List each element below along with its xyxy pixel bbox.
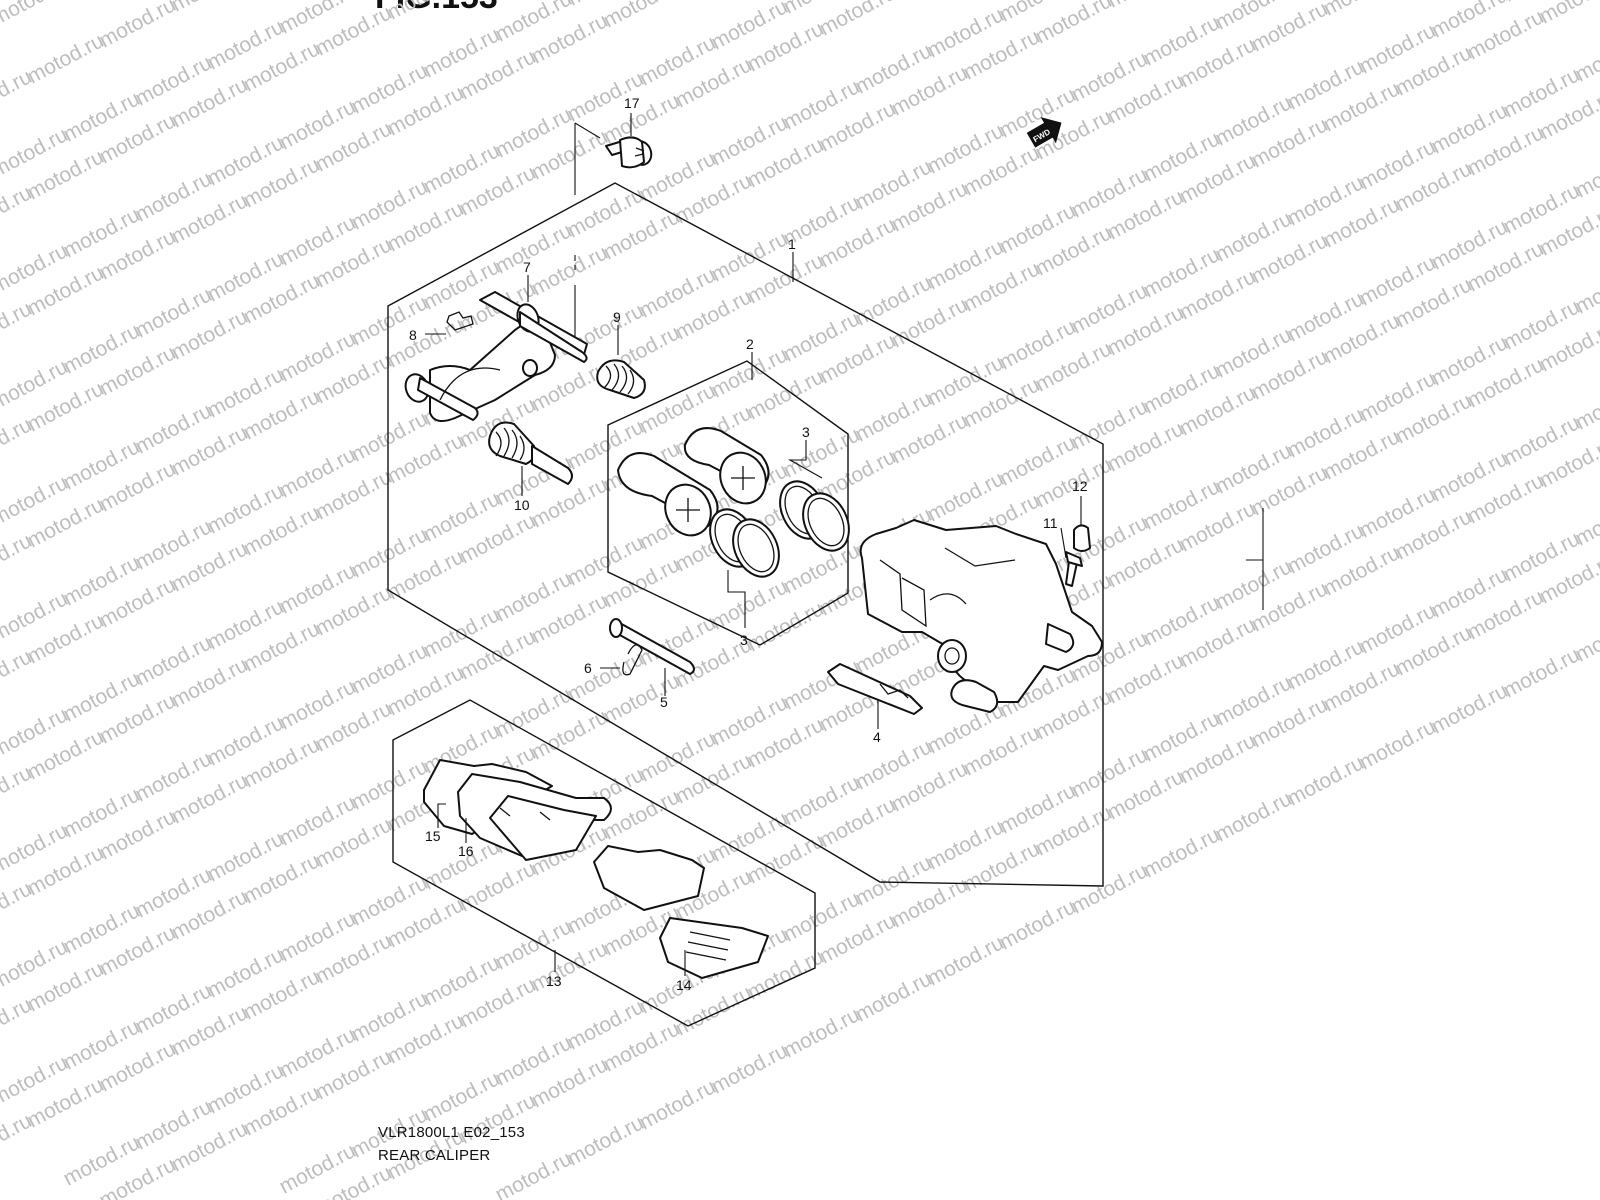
watermark-text: motod.ru — [1140, 823, 1224, 882]
model-code: VLR1800L1 E02_153 — [378, 1124, 525, 1141]
callout-13: 13 — [546, 973, 562, 989]
pistons-drawing — [617, 427, 770, 537]
watermark-text: motod.ru — [1320, 0, 1404, 20]
watermark-text: motod.ru — [384, 0, 468, 24]
watermark-text: motod.ru — [996, 895, 1080, 954]
watermark-text: motod.ru — [1536, 0, 1600, 28]
callout-16: 16 — [458, 843, 474, 859]
callout-1: 1 — [788, 236, 796, 252]
callout-17: 17 — [624, 95, 640, 111]
watermark-text: motod.ru — [780, 1003, 864, 1062]
watermark-text: motod.ru — [492, 1147, 576, 1200]
watermark-text: motod.ru — [708, 1039, 792, 1098]
watermark-text: motod.ru — [24, 29, 108, 88]
callout-14: 14 — [676, 977, 692, 993]
callout-11: 11 — [1043, 515, 1058, 531]
watermark-text: motod.ru — [1356, 715, 1440, 774]
caliper-bracket-drawing — [404, 291, 588, 423]
bleeder-drawing — [1065, 524, 1091, 587]
watermark-text: motod.ru — [636, 1075, 720, 1134]
callout-labels: 17 1 7 8 9 2 3 3 10 6 5 4 11 12 15 16 13… — [409, 95, 1088, 993]
watermark-text: motod.ru — [600, 0, 684, 32]
callout-12: 12 — [1072, 478, 1088, 494]
section-name: REAR CALIPER — [378, 1147, 491, 1164]
bolt-guide-line — [574, 122, 601, 139]
watermark-text: motod.ru — [1428, 679, 1512, 738]
watermark-text: motod.ru — [816, 0, 900, 40]
callout-8: 8 — [409, 327, 417, 343]
watermark-text: motod.ru — [1284, 751, 1368, 810]
watermark-text: motod.ru — [168, 0, 252, 16]
callout-7: 7 — [523, 259, 531, 275]
callout-6: 6 — [584, 660, 592, 676]
watermark-text: motod.ru — [924, 931, 1008, 990]
caliper-body-drawing — [859, 519, 1103, 713]
pad-pin-drawing — [609, 618, 695, 676]
callout-5: 5 — [660, 694, 668, 710]
watermark-text: motod.ru — [96, 0, 180, 52]
watermark-text: motod.ru — [1212, 787, 1296, 846]
seals-drawing — [709, 480, 850, 578]
callout-10: 10 — [514, 497, 530, 513]
piston-set-frame — [607, 360, 849, 646]
watermark-text: motod.ru — [564, 1111, 648, 1170]
watermark-text: motod.ru — [0, 0, 72, 30]
watermark-text: motod.ru — [1500, 643, 1584, 702]
callout-3-lower: 3 — [740, 632, 748, 648]
brake-pads-drawing — [423, 759, 769, 979]
leader-lines — [425, 113, 1082, 976]
callout-4: 4 — [873, 729, 881, 745]
watermark-text: motod.ru — [1032, 0, 1116, 48]
brake-pad-set-frame — [392, 699, 816, 1027]
boot-10-drawing — [488, 421, 573, 485]
callout-9: 9 — [613, 309, 621, 325]
callout-15: 15 — [425, 828, 441, 844]
caliper-assembly-frame — [387, 182, 1104, 887]
watermark-text: motod.ru — [1104, 0, 1188, 12]
boot-9-drawing — [596, 359, 646, 399]
callout-3-upper: 3 — [802, 424, 810, 440]
caliper-mounting-bolt-drawing — [605, 136, 653, 169]
watermark-text: motod.ru — [1068, 859, 1152, 918]
watermark-text: motod.ru — [888, 0, 972, 4]
watermark-text: motod.ru — [852, 967, 936, 1026]
figure-title: FIG.153 — [375, 0, 498, 17]
fwd-arrow-icon: FWD — [1026, 117, 1062, 148]
callout-2: 2 — [746, 336, 754, 352]
pad-spring-drawing — [827, 663, 923, 715]
